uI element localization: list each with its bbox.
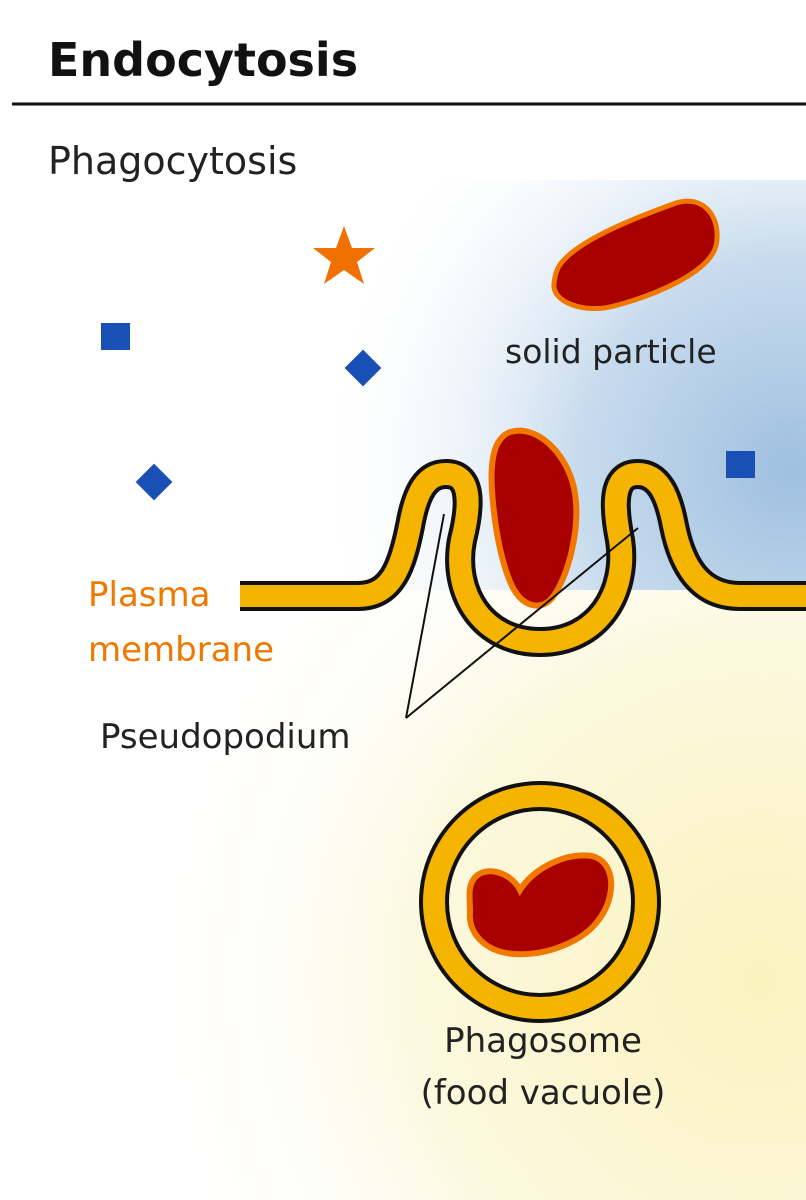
phagosome-membrane <box>423 785 657 1019</box>
pseudopodium-label: Pseudopodium <box>100 717 351 757</box>
pseudopodium-leader-line <box>405 527 639 719</box>
phagosome-particle <box>466 852 615 958</box>
square-molecule-icon <box>101 323 130 350</box>
diagram-title: Endocytosis <box>48 33 358 87</box>
plasma-membrane-label-line2: membrane <box>88 630 274 670</box>
solid-particle-label: solid particle <box>505 332 717 371</box>
plasma-membrane-fill <box>240 463 806 653</box>
star-molecule-icon <box>313 226 375 284</box>
phagosome-label-line2: (food vacuole) <box>421 1073 666 1113</box>
engulfed-particle <box>488 427 580 609</box>
diamond-molecule-icon <box>135 463 173 501</box>
diagram-subtitle: Phagocytosis <box>48 139 297 183</box>
phagosome-label-line1: Phagosome <box>444 1021 642 1061</box>
plasma-membrane-label-line1: Plasma <box>88 575 210 615</box>
solid-particle <box>551 198 720 312</box>
square-molecule-icon <box>726 451 755 478</box>
pseudopodium-leader-line <box>405 513 445 719</box>
cytoplasm-tint <box>0 580 806 1200</box>
diamond-molecule-icon <box>344 349 382 387</box>
